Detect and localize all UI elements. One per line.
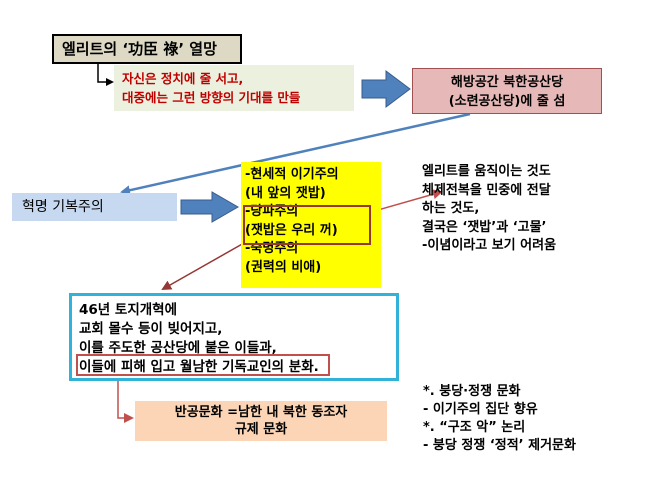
title-to-red-connector	[97, 64, 114, 86]
christian-refugee-highlight-frame	[76, 354, 330, 376]
block-arrow-to-yellow	[180, 191, 240, 223]
trait-line: -당파주의	[245, 204, 299, 219]
motivation-line: 체제전복을 민중에 전달	[422, 182, 551, 198]
land-reform-box: 46년 토지개혁에 교회 몰수 등이 빚어지고, 이를 주도한 공산당에 붙은 …	[69, 293, 399, 381]
cyan-to-bottom-connector	[117, 376, 134, 423]
politics-lineup-line-2: 대중에는 그런 방향의 기대를 만들	[122, 90, 301, 105]
trait-line: -현세적 이기주의	[245, 167, 339, 182]
trait-line: (잿밥은 우리 꺼)	[245, 222, 338, 238]
motivation-line: -이념이라고 보기 어려움	[422, 238, 557, 253]
anticommunist-culture-box: 반공문화 =남한 내 북한 동조자 규제 문화	[135, 401, 387, 441]
note-line: *. “구조 악” 논리	[423, 420, 526, 435]
politics-lineup-box: 자신은 정치에 줄 서고, 대중에는 그런 방향의 기대를 만들	[114, 65, 354, 111]
note-line: *. 붕당·정쟁 문화	[423, 384, 521, 399]
north-communist-party-box: 해방공간 북한공산당 (소련공산당)에 줄 섬	[412, 68, 602, 114]
anticommunist-line-2: 규제 문화	[234, 422, 288, 437]
motivation-line: 엘리트를 움직이는 것도	[422, 164, 551, 179]
elite-aspiration-title: 엘리트의 ‘功臣 祿’ 열망	[52, 34, 242, 64]
note-line: - 붕당 정쟁 ‘정적’ 제거문화	[423, 438, 576, 453]
pink-line-2: (소련공산당)에 줄 섬	[448, 94, 566, 109]
pink-line-1: 해방공간 북한공산당	[450, 75, 564, 90]
land-reform-line: 이들에 피해 입고 월남한 기독교인의 분화.	[79, 359, 319, 375]
land-reform-line: 교회 몰수 등이 빚어지고,	[79, 321, 223, 337]
trait-line: (권력의 비애)	[245, 259, 322, 275]
yellow-traits-box: -현세적 이기주의 (내 앞의 잿밥) -당파주의 (잿밥은 우리 꺼) -숙명…	[241, 162, 381, 288]
elite-motivation-text: 엘리트를 움직이는 것도 체제전복을 민중에 전달 하는 것도, 결국은 ‘잿밥…	[422, 163, 644, 256]
politics-lineup-line-1: 자신은 정치에 줄 서고,	[122, 71, 244, 86]
land-reform-line: 이를 주도한 공산당에 붙은 이들과,	[79, 340, 277, 356]
note-line: - 이기주의 집단 향유	[423, 402, 538, 417]
block-arrow-to-pink	[361, 70, 411, 108]
factionalism-highlight-frame	[243, 205, 371, 245]
yellow-to-cyan-arrow	[161, 242, 245, 290]
factional-culture-notes: *. 붕당·정쟁 문화 - 이기주의 집단 향유 *. “구조 악” 논리 - …	[423, 383, 576, 455]
land-reform-line: 46년 토지개혁에	[79, 302, 178, 318]
anticommunist-line-1: 반공문화 =남한 내 북한 동조자	[174, 405, 348, 420]
trait-line: (내 앞의 잿밥)	[245, 185, 326, 201]
revolution-fortune-box: 혁명 기복주의	[12, 193, 177, 221]
motivation-line: 결국은 ‘잿밥’과 ‘고물’	[422, 219, 547, 235]
motivation-line: 하는 것도,	[422, 201, 480, 216]
